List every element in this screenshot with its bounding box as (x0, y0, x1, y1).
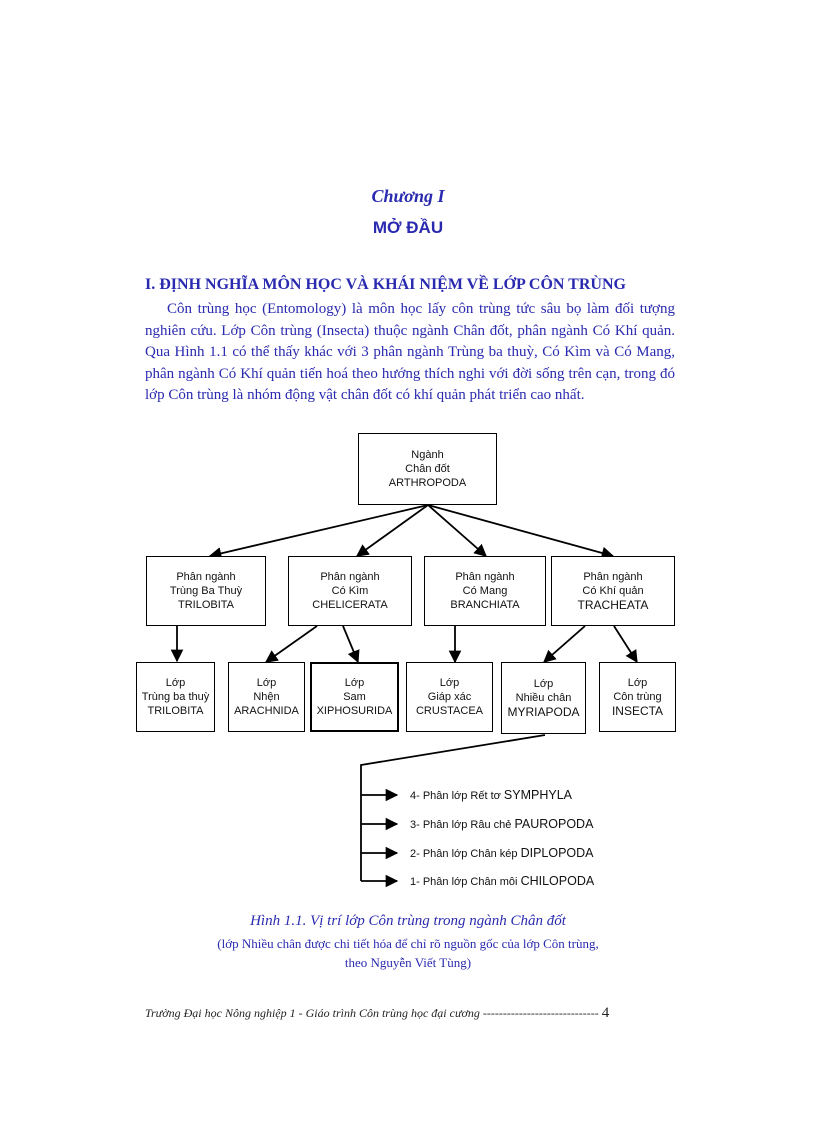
subclass-pauropoda: 3- Phân lớp Râu chẻ PAUROPODA (410, 817, 593, 831)
arrow-root-tracheata (427, 504, 615, 560)
subclass-name: CHILOPODA (520, 874, 595, 888)
class-line: ARACHNIDA (234, 705, 299, 717)
class-line: Lớp (627, 677, 648, 689)
root-line-2: Chân đốt (405, 463, 450, 475)
subphylum-line: TRACHEATA (577, 598, 649, 612)
arrow-root-branchiata (427, 504, 487, 557)
arrow-tracheata-myriapoda (543, 625, 586, 663)
subclass-name: DIPLOPODA (520, 846, 594, 860)
class-line: Nhện (253, 691, 280, 703)
class-line: Lớp (256, 677, 277, 689)
subclass-prefix: 2- Phân lớp Chân kép (410, 848, 518, 860)
intro-paragraph: Côn trùng học (Entomology) là môn học lấ… (145, 301, 675, 403)
class-line: CRUSTACEA (415, 705, 484, 717)
subphylum-line: Trùng Ba Thuỳ (169, 585, 243, 597)
figure-note-line-2: theo Nguyễn Viết Tùng) (344, 955, 472, 970)
connector-myriapoda (360, 734, 546, 881)
subphylum-line: Phân ngành (583, 571, 643, 583)
chapter-label: Chương I (371, 186, 445, 206)
subphylum-line: Phân ngành (455, 571, 515, 583)
page-number: 4 (601, 1005, 610, 1021)
subclass-diplopoda: 2- Phân lớp Chân kép DIPLOPODA (410, 846, 594, 860)
phylum-arthropoda-box: Ngành Chân đốt ARTHROPODA (358, 433, 497, 505)
subclass-name: PAUROPODA (514, 817, 594, 831)
subphylum-line: Có Khí quản (582, 585, 644, 597)
class-line: Nhiều chân (515, 692, 572, 704)
class-crustacea-box: Lớp Giáp xác CRUSTACEA (406, 662, 493, 732)
class-xiphosurida-box: Lớp Sam XIPHOSURIDA (310, 662, 399, 732)
class-myriapoda-box: Lớp Nhiều chân MYRIAPODA (501, 662, 586, 734)
class-line: MYRIAPODA (507, 705, 580, 719)
class-insecta-box: Lớp Côn trùng INSECTA (599, 662, 676, 732)
subphylum-line: Phân ngành (320, 571, 380, 583)
class-line: Giáp xác (427, 691, 472, 703)
class-line: INSECTA (611, 704, 664, 718)
class-line: Côn trùng (613, 691, 662, 703)
subphylum-line: BRANCHIATA (450, 599, 520, 611)
class-line: XIPHOSURIDA (316, 705, 393, 717)
class-line: Trùng ba thuỳ (141, 691, 210, 703)
chapter-title: MỞ ĐẦU (372, 218, 444, 237)
class-trilobita-box: Lớp Trùng ba thuỳ TRILOBITA (136, 662, 215, 732)
class-line: Lớp (533, 678, 554, 690)
class-line: Lớp (439, 677, 460, 689)
arrow-tracheata-insecta (613, 625, 638, 664)
root-line-1: Ngành (411, 449, 444, 461)
subphylum-chelicerata-box: Phân ngành Có Kìm CHELICERATA (288, 556, 412, 626)
arrow-root-trilobita (208, 504, 429, 560)
figure-caption: Hình 1.1. Vị trí lớp Côn trùng trong ngà… (250, 913, 566, 929)
class-line: Lớp (344, 677, 365, 689)
subphylum-line: TRILOBITA (177, 599, 235, 611)
root-line-3: ARTHROPODA (388, 477, 467, 489)
subclass-prefix: 4- Phân lớp Rết tơ (410, 790, 501, 802)
arrow-chelicerata-xiphosurida (342, 625, 360, 664)
footer-text: Trường Đại học Nông nghiệp 1 - Giáo trìn… (145, 1006, 599, 1020)
subphylum-trilobita-box: Phân ngành Trùng Ba Thuỳ TRILOBITA (146, 556, 266, 626)
subclass-prefix: 1- Phân lớp Chân môi (410, 876, 518, 888)
class-line: TRILOBITA (147, 705, 204, 717)
class-line: Lớp (165, 677, 186, 689)
subclass-name: SYMPHYLA (503, 788, 573, 802)
class-arachnida-box: Lớp Nhện ARACHNIDA (228, 662, 305, 732)
subphylum-branchiata-box: Phân ngành Có Mang BRANCHIATA (424, 556, 546, 626)
arrow-chelicerata-arachnida (264, 625, 318, 663)
figure-note-line-1: (lớp Nhiều chân được chi tiết hóa để chỉ… (217, 936, 599, 951)
arrow-root-chelicerata (355, 504, 429, 557)
subphylum-line: Có Mang (462, 585, 508, 597)
subclass-chilopoda: 1- Phân lớp Chân môi CHILOPODA (410, 874, 594, 888)
section-heading: I. ĐỊNH NGHĨA MÔN HỌC VÀ KHÁI NIỆM VỀ LỚ… (145, 276, 626, 293)
subphylum-tracheata-box: Phân ngành Có Khí quản TRACHEATA (551, 556, 675, 626)
subclass-prefix: 3- Phân lớp Râu chẻ (410, 819, 512, 831)
figure-note: (lớp Nhiều chân được chi tiết hóa để chỉ… (0, 934, 816, 972)
subphylum-line: Có Kìm (331, 585, 369, 597)
subphylum-line: CHELICERATA (312, 599, 388, 611)
page-footer: Trường Đại học Nông nghiệp 1 - Giáo trìn… (145, 1005, 609, 1022)
subclass-symphyla: 4- Phân lớp Rết tơ SYMPHYLA (410, 788, 572, 802)
class-line: Sam (343, 691, 366, 703)
subphylum-line: Phân ngành (176, 571, 236, 583)
